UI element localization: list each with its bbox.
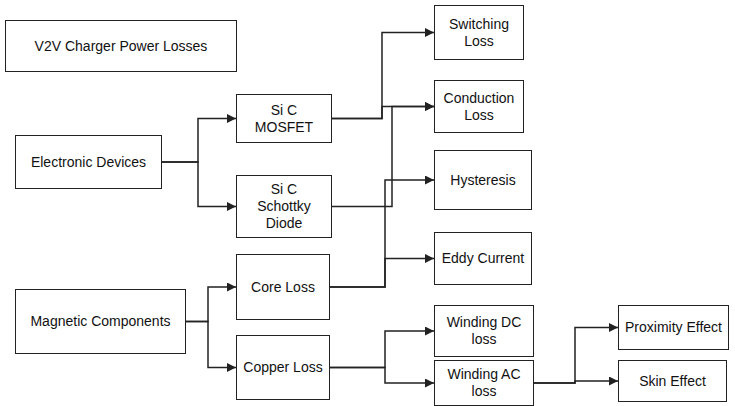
process-box: Magnetic Components — [15, 289, 186, 354]
box-label: Si C Schottky Diode — [242, 181, 326, 231]
process-box: V2V Charger Power Losses — [5, 20, 237, 72]
elbow-arrow — [330, 180, 434, 287]
box-label: Magnetic Components — [30, 313, 170, 330]
box-label: Si C MOSFET — [242, 102, 326, 136]
box-label: Skin Effect — [639, 373, 706, 390]
box-label: Proximity Effect — [625, 319, 722, 336]
process-box: Skin Effect — [618, 360, 727, 402]
process-box: Electronic Devices — [15, 135, 162, 189]
elbow-arrow — [330, 259, 434, 288]
elbow-arrow — [332, 107, 434, 119]
box-label: Switching Loss — [440, 16, 518, 50]
elbow-arrow — [186, 287, 236, 322]
elbow-arrow — [534, 328, 618, 384]
process-box: Switching Loss — [434, 5, 524, 60]
process-box: Eddy Current — [434, 232, 532, 285]
process-box: Conduction Loss — [434, 80, 524, 133]
elbow-arrow — [186, 322, 236, 368]
elbow-arrow — [534, 381, 618, 383]
box-label: Electronic Devices — [31, 154, 146, 171]
box-label: Eddy Current — [442, 250, 524, 267]
process-box: Proximity Effect — [618, 305, 729, 350]
elbow-arrow — [330, 368, 434, 384]
process-box: Si C Schottky Diode — [236, 175, 332, 238]
box-label: Conduction Loss — [440, 90, 518, 124]
elbow-arrow — [332, 107, 434, 207]
box-label: Winding DC loss — [440, 314, 528, 348]
process-box: Core Loss — [236, 254, 330, 320]
process-box: Winding DC loss — [434, 305, 534, 357]
box-label: Hysteresis — [450, 172, 515, 189]
box-label: Winding AC loss — [440, 366, 528, 400]
box-label: V2V Charger Power Losses — [35, 38, 208, 55]
process-box: Copper Loss — [236, 335, 330, 400]
process-box: Winding AC loss — [434, 360, 534, 406]
elbow-arrow — [162, 162, 236, 207]
box-label: Core Loss — [251, 279, 315, 296]
process-box: Si C MOSFET — [236, 94, 332, 143]
elbow-arrow — [162, 119, 236, 163]
box-label: Copper Loss — [243, 359, 322, 376]
elbow-arrow — [330, 331, 434, 368]
elbow-arrow — [332, 33, 434, 119]
process-box: Hysteresis — [434, 150, 532, 210]
